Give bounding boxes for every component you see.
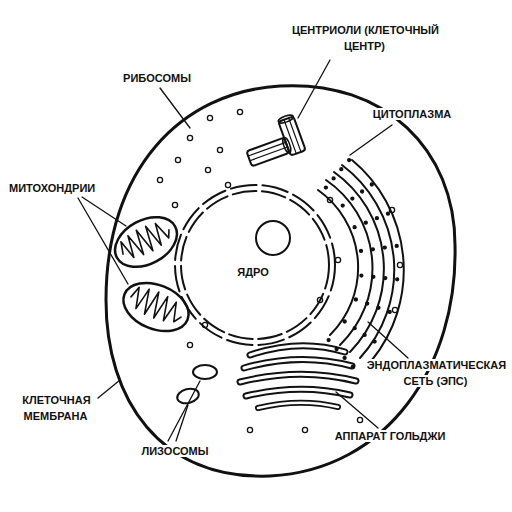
- cell-membrane: [106, 86, 455, 477]
- er-ribosome: [354, 298, 357, 301]
- centriole: [277, 114, 305, 156]
- ribosome: [389, 207, 394, 212]
- ribosome: [187, 342, 192, 347]
- er-ribosome: [360, 249, 363, 252]
- ribosome: [392, 307, 397, 312]
- er-ribosome: [353, 327, 356, 330]
- ribosome: [172, 202, 177, 207]
- er-ribosome: [324, 186, 327, 189]
- part-label: ЛИЗОСОМЫ: [140, 445, 209, 457]
- leader-line: [78, 60, 408, 441]
- ribosome: [357, 417, 362, 422]
- nucleus-envelope: [175, 185, 335, 345]
- er-ribosome: [388, 310, 391, 313]
- lysosome: [193, 365, 217, 379]
- er-ribosome: [353, 226, 356, 229]
- er-ribosome: [335, 348, 338, 351]
- er-ribosome: [383, 246, 386, 249]
- er-ribosome: [343, 320, 346, 323]
- ribosome: [335, 257, 340, 262]
- er-ribosome: [371, 248, 374, 251]
- label-box: МИТОХОНДРИИ: [8, 180, 108, 196]
- ribosome: [157, 177, 162, 182]
- label-box: ЦИТОПЛАЗМА: [364, 106, 460, 122]
- er-ribosome: [351, 365, 354, 368]
- ribosome: [317, 297, 322, 302]
- er-ribosome: [387, 212, 390, 215]
- nucleolus: [256, 221, 290, 255]
- er-ribosome: [370, 183, 373, 186]
- er-ribosome: [351, 197, 354, 200]
- label-box: ЯДРО: [220, 264, 286, 280]
- ribosome: [302, 427, 307, 432]
- er-ribosome: [375, 217, 378, 220]
- er-ribosome: [341, 204, 344, 207]
- er-ribosome: [384, 277, 387, 280]
- er-ribosome: [395, 244, 398, 247]
- er-ribosome: [332, 177, 335, 180]
- ribosome: [175, 157, 180, 162]
- part-label: МИТОХОНДРИИ: [8, 182, 96, 194]
- er-ribosome: [360, 274, 363, 277]
- er-ribosome: [364, 221, 367, 224]
- ribosome: [237, 109, 242, 114]
- er-ribosome: [363, 333, 366, 336]
- ribosome: [202, 322, 207, 327]
- ribosome: [187, 135, 192, 140]
- label-box: РИБОСОМЫ: [112, 70, 202, 86]
- part-label: КЛЕТОЧНАЯ МЕМБРАНА: [21, 394, 90, 422]
- ribosome: [247, 427, 252, 432]
- nucleus-envelope: [181, 191, 329, 339]
- ribosome: [327, 197, 332, 202]
- er-ribosome: [373, 340, 376, 343]
- part-label: ЦЕНТРИОЛИ (КЛЕТОЧНЫЙ ЦЕНТР): [291, 24, 439, 52]
- part-label: ЭНДОПЛАЗМАТИЧЕСКАЯ СЕТЬ (ЭПС): [366, 359, 506, 387]
- er-ribosome: [366, 302, 369, 305]
- er-ribosome: [372, 275, 375, 278]
- ribosome: [225, 182, 230, 187]
- ribosome: [205, 167, 210, 172]
- er-ribosome: [327, 339, 330, 342]
- er-ribosome: [340, 168, 343, 171]
- ribosome: [217, 147, 222, 152]
- ribosome: [397, 262, 402, 267]
- er-ribosome: [361, 190, 364, 193]
- ribosome: [207, 115, 212, 120]
- er-ribosome: [343, 356, 346, 359]
- label-box: ЭНДОПЛАЗМАТИЧЕСКАЯ СЕТЬ (ЭПС): [363, 357, 509, 389]
- label-box: ЛИЗОСОМЫ: [125, 443, 225, 459]
- ribosome-dots: [157, 109, 402, 432]
- label-box: ЦЕНТРИОЛИ (КЛЕТОЧНЫЙ ЦЕНТР): [290, 22, 440, 54]
- er-ribosome: [377, 306, 380, 309]
- part-label: РИБОСОМЫ: [122, 72, 192, 84]
- part-label: ЦИТОПЛАЗМА: [372, 108, 453, 120]
- part-label: ЯДРО: [236, 266, 270, 278]
- label-box: АППАРАТ ГОЛЬДЖИ: [325, 428, 455, 444]
- er-ribosome: [396, 278, 399, 281]
- part-label: АППАРАТ ГОЛЬДЖИ: [334, 430, 447, 442]
- er-ribosome: [348, 159, 351, 162]
- label-box: КЛЕТОЧНАЯ МЕМБРАНА: [6, 392, 106, 424]
- golgi-apparatus: [240, 346, 356, 408]
- endoplasmic-reticulum: [318, 160, 404, 360]
